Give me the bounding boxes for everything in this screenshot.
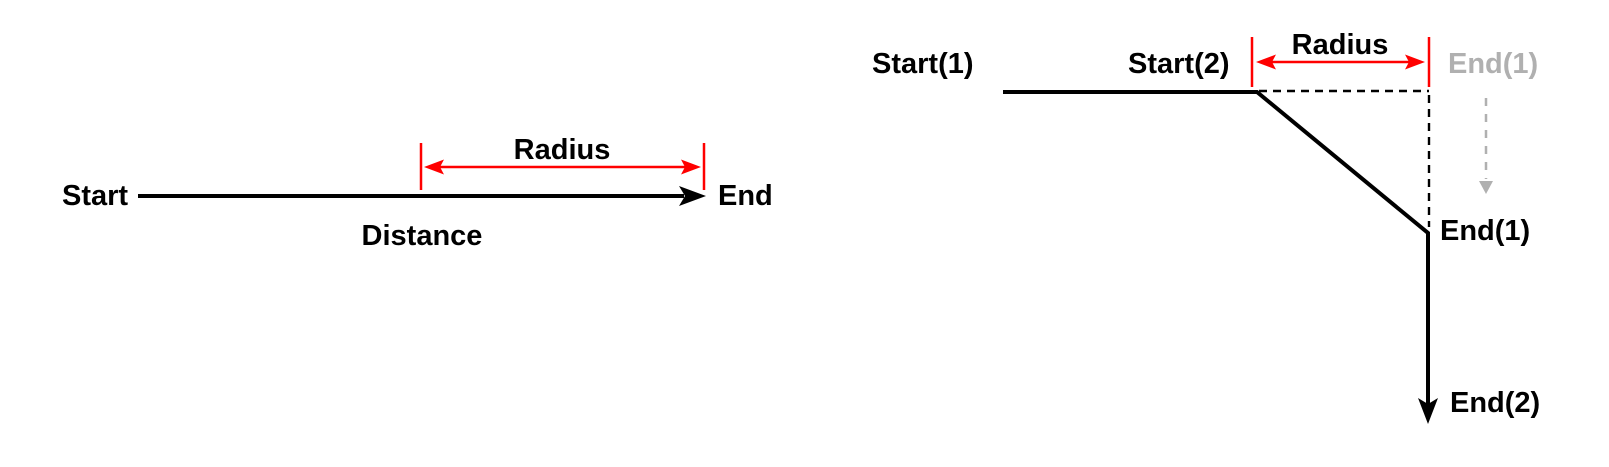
left-arrowhead-icon bbox=[424, 159, 444, 175]
start1-label: Start(1) bbox=[872, 48, 974, 80]
start-label: Start bbox=[62, 180, 128, 212]
start2-label: Start(2) bbox=[1128, 48, 1230, 80]
right-arrowhead-icon bbox=[681, 159, 701, 175]
radius-label: Radius bbox=[514, 134, 611, 166]
end2-label: End(2) bbox=[1450, 387, 1540, 419]
right-arrowhead-icon bbox=[1405, 54, 1425, 70]
end1-ghost-label: End(1) bbox=[1448, 48, 1538, 80]
right-diagram: Start(1) Start(2) End(1) Radius End(1) E… bbox=[872, 29, 1540, 424]
end1-label: End(1) bbox=[1440, 215, 1530, 247]
left-diagram: Start End Radius Distance bbox=[62, 134, 773, 252]
left-arrowhead-icon bbox=[1256, 54, 1276, 70]
distance-label: Distance bbox=[362, 220, 483, 252]
radius-label: Radius bbox=[1292, 29, 1389, 61]
down-arrowhead-icon bbox=[1418, 398, 1438, 424]
path-line bbox=[1003, 90, 1430, 404]
ghost-down-arrowhead-icon bbox=[1479, 181, 1493, 194]
right-arrowhead-icon bbox=[679, 186, 706, 206]
end-label: End bbox=[718, 180, 773, 212]
